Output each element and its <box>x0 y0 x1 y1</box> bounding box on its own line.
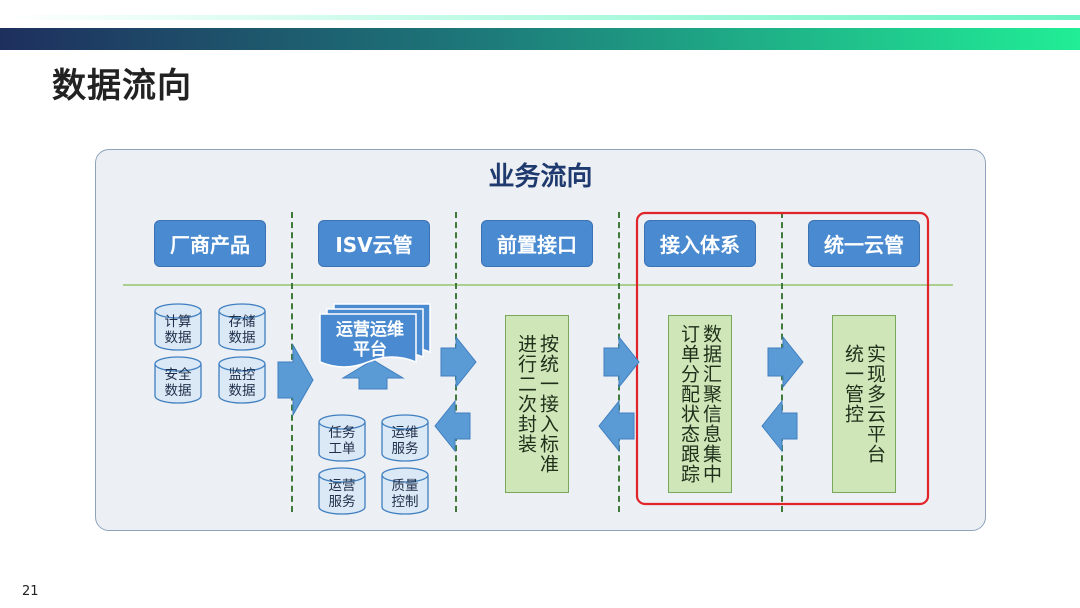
category-isv-cloud: ISV云管 <box>318 220 430 267</box>
ops-platform-line2: 平台 <box>353 340 387 360</box>
cylinder-line2: 数据 <box>228 382 256 399</box>
category-vendor-products: 厂商产品 <box>154 220 266 267</box>
flow-title: 业务流向 <box>488 162 593 192</box>
cylinder-line1: 计算 <box>164 313 192 330</box>
cylinder-line2: 数据 <box>164 382 192 399</box>
left-arrow-icon <box>761 399 798 453</box>
page-number: 21 <box>22 584 39 599</box>
category-front-interface: 前置接口 <box>481 220 593 267</box>
category-access-system: 接入体系 <box>644 220 756 267</box>
access-description-box: 数据汇聚信息集中 订单分配状态跟踪 <box>668 315 732 493</box>
interface-description-box: 按统一接入标准 进行二次封装 <box>505 315 569 493</box>
service-cylinder: 运维服务 <box>381 414 429 462</box>
service-cylinder: 运营服务 <box>318 467 366 515</box>
document-stack-icon <box>319 303 431 368</box>
cylinder-line2: 数据 <box>228 329 256 346</box>
cylinder-line2: 服务 <box>391 440 419 457</box>
cloud-text-col1: 实现多云平台 <box>864 344 886 464</box>
right-arrow-icon <box>440 335 477 389</box>
left-arrow-icon <box>434 399 471 453</box>
data-cylinder: 计算数据 <box>154 303 202 351</box>
cylinder-line2: 控制 <box>391 493 419 510</box>
cylinder-line1: 监控 <box>228 366 256 383</box>
right-arrow-icon <box>277 343 314 417</box>
header-separator-line <box>123 284 953 286</box>
access-text-col1: 数据汇聚信息集中 <box>700 324 722 484</box>
cylinder-line2: 工单 <box>328 440 356 457</box>
category-unified-cloud: 统一云管 <box>808 220 920 267</box>
data-cylinder: 存储数据 <box>218 303 266 351</box>
header-gradient-band <box>0 15 1080 50</box>
ops-platform-line1: 运营运维 <box>336 320 404 340</box>
cloud-text-col2: 统一管控 <box>842 344 864 424</box>
service-cylinder: 质量控制 <box>381 467 429 515</box>
up-arrow-icon <box>341 359 405 390</box>
interface-text-col2: 进行二次封装 <box>515 334 537 454</box>
slide-title: 数据流向 <box>52 66 192 106</box>
ops-platform-label: 运营运维 平台 <box>322 320 418 360</box>
service-cylinder: 任务工单 <box>318 414 366 462</box>
right-arrow-icon <box>603 335 640 389</box>
cylinder-line1: 安全 <box>164 366 192 383</box>
cylinder-line2: 服务 <box>328 493 356 510</box>
interface-text-col1: 按统一接入标准 <box>537 334 559 474</box>
highlight-frame <box>635 211 930 506</box>
right-arrow-icon <box>767 335 804 389</box>
cylinder-line1: 运维 <box>391 424 419 441</box>
left-arrow-icon <box>598 399 635 453</box>
cylinder-line1: 存储 <box>228 313 256 330</box>
data-cylinder: 安全数据 <box>154 356 202 404</box>
cylinder-line2: 数据 <box>164 329 192 346</box>
cylinder-line1: 任务 <box>328 424 356 441</box>
cloud-description-box: 实现多云平台 统一管控 <box>832 315 896 493</box>
data-cylinder: 监控数据 <box>218 356 266 404</box>
cylinder-line1: 运营 <box>328 477 356 494</box>
cylinder-line1: 质量 <box>391 477 419 494</box>
access-text-col2: 订单分配状态跟踪 <box>678 324 700 484</box>
